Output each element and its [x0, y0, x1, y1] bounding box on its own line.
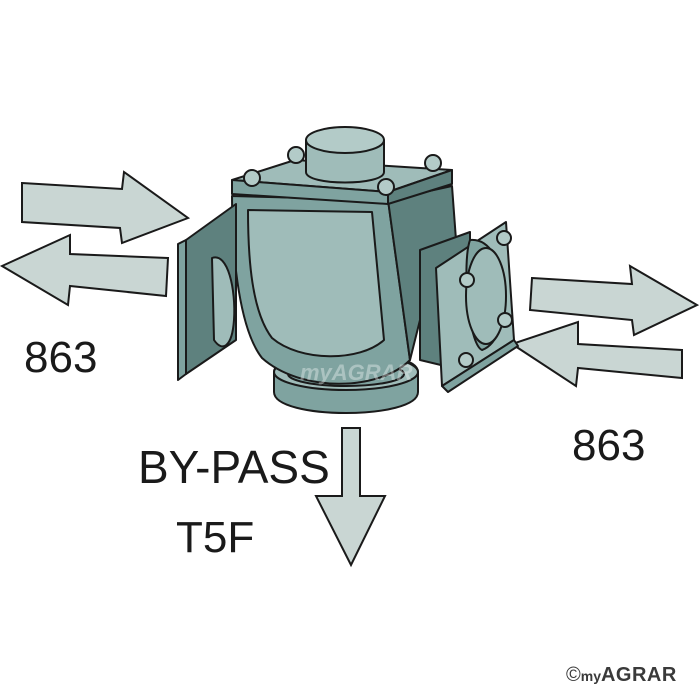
arrow-in-left	[21, 170, 191, 245]
bolt-icon	[243, 169, 261, 187]
flow-code-right: 863	[572, 421, 646, 470]
bolt-icon	[496, 230, 512, 246]
bypass-label: BY-PASS	[138, 441, 330, 493]
bolt-icon	[424, 154, 442, 172]
bolt-icon	[377, 178, 395, 196]
brand-prefix: my	[580, 668, 601, 684]
bolt-icon	[287, 146, 305, 164]
bolt-icon	[497, 312, 513, 328]
copyright-icon: ©	[566, 664, 581, 686]
bolt-icon	[459, 272, 475, 288]
brand-name: AGRAR	[600, 664, 677, 686]
flow-code-left: 863	[24, 333, 98, 382]
bolt-icon	[458, 352, 474, 368]
valve-body	[177, 126, 519, 414]
copyright-notice: ©myAGRAR	[566, 664, 677, 687]
model-label: T5F	[176, 513, 255, 562]
arrow-out-left	[0, 233, 170, 307]
arrow-out-right	[528, 264, 700, 337]
watermark-text: myAGRAR	[300, 360, 413, 385]
arrow-down	[314, 427, 387, 568]
arrow-in-right	[509, 320, 683, 388]
